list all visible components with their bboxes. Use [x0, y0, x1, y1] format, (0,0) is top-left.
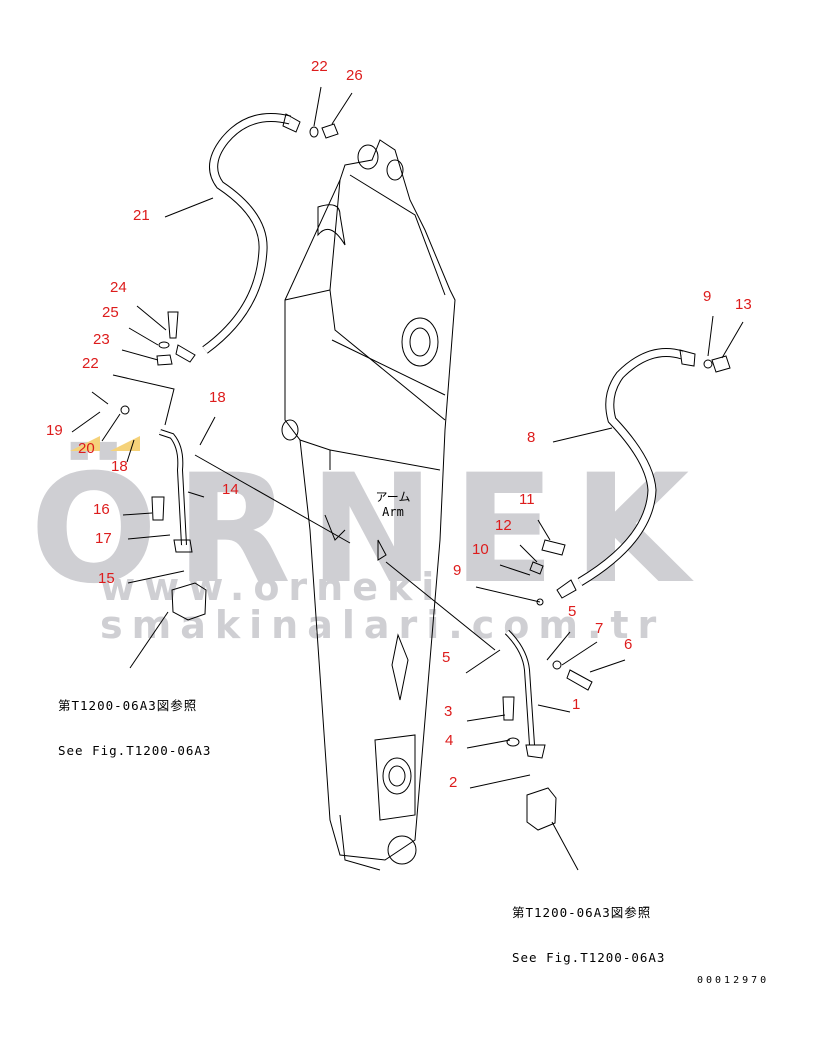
callout-20: 20 [78, 440, 95, 457]
callout-8: 8 [527, 429, 536, 446]
accent-triangle-icon [110, 436, 140, 451]
callout-3: 3 [444, 703, 453, 720]
callout-24: 24 [110, 279, 127, 296]
callout-21: 21 [133, 207, 150, 224]
valve-block-right [526, 787, 557, 831]
reference-right-jp: 第T1200-06A3図参照 [512, 905, 652, 920]
arm-body [281, 139, 456, 871]
callout-17: 17 [95, 530, 112, 547]
callout-18-right: 18 [209, 389, 226, 406]
drawing-number: 00012970 [697, 975, 770, 986]
arm-label-jp: アーム [375, 490, 411, 504]
callout-26: 26 [346, 67, 363, 84]
callout-23: 23 [93, 331, 110, 348]
callout-15: 15 [98, 570, 115, 587]
arm-label: アーム Arm [368, 490, 418, 520]
callout-4: 4 [445, 732, 454, 749]
reference-left-jp: 第T1200-06A3図参照 [58, 698, 198, 713]
callout-16: 16 [93, 501, 110, 518]
reference-left-en: See Fig.T1200-06A3 [58, 743, 212, 758]
hose-21 [175, 113, 301, 363]
reference-left: 第T1200-06A3図参照 See Fig.T1200-06A3 [58, 668, 211, 788]
callout-22-mid: 22 [82, 355, 99, 372]
reference-right: 第T1200-06A3図参照 See Fig.T1200-06A3 [512, 875, 665, 995]
callout-2: 2 [449, 774, 458, 791]
watermark-url: www.orneki smakinalari.com.tr [100, 565, 666, 647]
callout-5-left: 5 [442, 649, 451, 666]
callout-25: 25 [102, 304, 119, 321]
hose-8 [556, 348, 696, 599]
callout-14: 14 [222, 481, 239, 498]
arm-label-en: Arm [382, 505, 404, 519]
reference-right-en: See Fig.T1200-06A3 [512, 950, 666, 965]
accent-triangle-icon [70, 436, 100, 451]
callout-10: 10 [472, 541, 489, 558]
callout-9-top: 9 [703, 288, 712, 305]
callout-9-mid: 9 [453, 562, 462, 579]
callout-13: 13 [735, 296, 752, 313]
callout-1: 1 [572, 696, 581, 713]
leader-lines [71, 86, 744, 871]
callout-19: 19 [46, 422, 63, 439]
callout-11: 11 [519, 491, 535, 508]
callout-6: 6 [624, 636, 633, 653]
callout-12: 12 [495, 517, 512, 534]
callout-5-right: 5 [568, 603, 577, 620]
callout-18-left: 18 [111, 458, 128, 475]
callout-7: 7 [595, 620, 604, 637]
callout-22-top: 22 [311, 58, 328, 75]
valve-block-left [171, 582, 207, 621]
